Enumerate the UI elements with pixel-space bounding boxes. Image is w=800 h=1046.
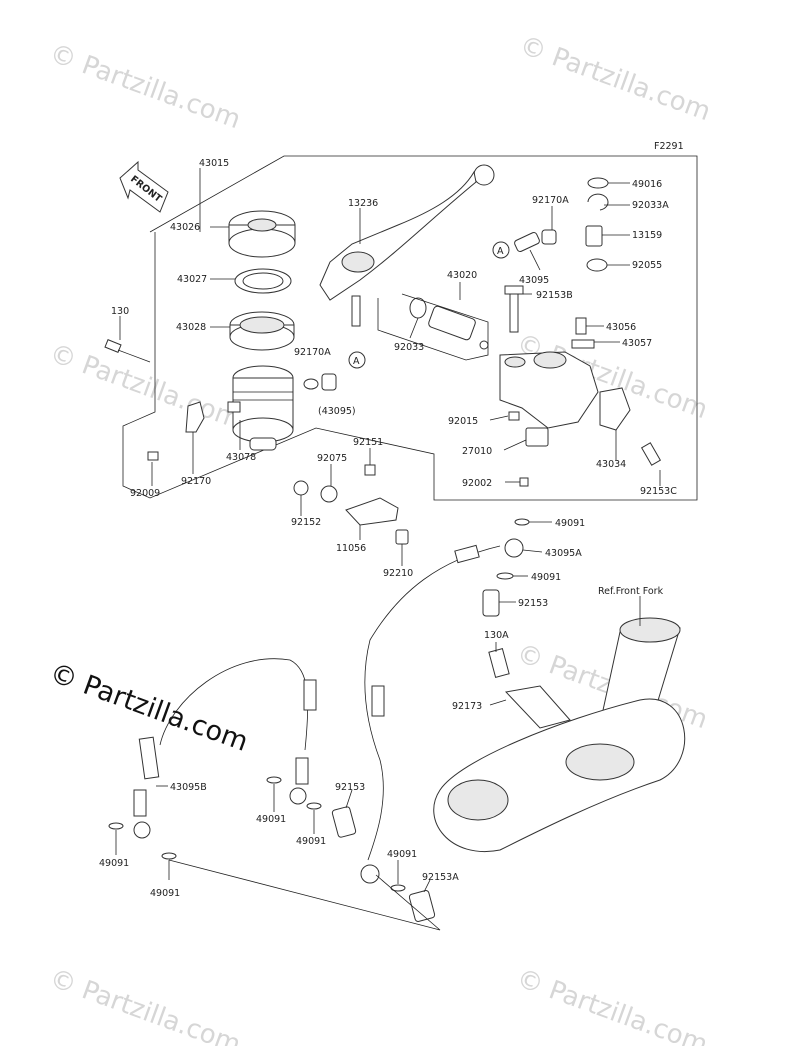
label-92170: 92170 [181,476,211,487]
upper-brake-hose [360,518,530,884]
front-fork-steering-stem [433,617,686,852]
label-ref-front-fork: Ref.Front Fork [598,586,664,597]
part-labels: 43015 43026 43027 43028 130 92170A (4309… [99,158,677,899]
label-49091-c: 49091 [99,858,129,869]
label-43028: 43028 [176,322,206,333]
label-43095: 43095 [519,275,549,286]
label-92151: 92151 [353,437,383,448]
label-43034: 43034 [596,459,626,470]
leader-lines [115,182,661,931]
banjo-parts-top-right [514,177,609,272]
label-92170A-right: 92170A [532,195,569,206]
label-27010: 27010 [462,446,492,457]
label-92015: 92015 [448,416,478,427]
label-43056: 43056 [606,322,636,333]
label-92002: 92002 [462,478,492,489]
figure-code: F2291 [654,141,684,152]
label-92153-a: 92153 [518,598,548,609]
label-92075: 92075 [317,453,347,464]
mounting-clamp [640,442,662,466]
watermark-top-left: © Partzilla.com [46,38,245,135]
label-43015: 43015 [199,158,229,169]
callout-a-left-label: A [353,356,360,367]
label-11056: 11056 [336,543,366,554]
label-92210: 92210 [383,568,413,579]
bolt-130 [104,339,151,363]
label-92033: 92033 [394,342,424,353]
stay-bracket [293,464,409,545]
label-92152: 92152 [291,517,321,528]
label-130: 130 [111,306,129,317]
label-13159: 13159 [632,230,662,241]
brake-lever [319,164,495,327]
label-43095B: 43095B [170,782,207,793]
label-130A: 130A [484,630,509,641]
label-43057: 43057 [622,338,652,349]
label-43026: 43026 [170,222,200,233]
reservoir-cap [228,210,296,258]
label-92009: 92009 [130,488,160,499]
label-49091-d: 49091 [150,888,180,899]
reservoir-diaphragm [229,311,295,351]
front-direction-arrow: FRONT [119,160,169,213]
label-49091-f: 49091 [296,836,326,847]
reservoir-diaphragm-plate [234,268,292,294]
label-92170A-left: 92170A [294,347,331,358]
label-92033A: 92033A [632,200,669,211]
label-49016: 49016 [632,179,662,190]
callout-a-right-label: A [497,246,504,257]
piston-kit [377,293,489,361]
hose-clamp-left [303,373,337,391]
label-49091-e: 49091 [256,814,286,825]
master-cylinder-body [499,285,631,431]
lower-brake-hoses [108,658,436,922]
label-92153A: 92153A [422,872,459,883]
watermark-mid-left: © Partzilla.com [46,338,245,435]
label-43095A: 43095A [545,548,582,559]
callout-a-left: A [348,351,366,369]
label-43020: 43020 [447,270,477,281]
label-43027: 43027 [177,274,207,285]
label-49091-b: 49091 [531,572,561,583]
label-92153-b: 92153 [335,782,365,793]
reservoir-bracket [147,401,205,461]
label-92173: 92173 [452,701,482,712]
label-13236: 13236 [348,198,378,209]
reservoir-tank [227,365,294,451]
label-49091-a: 49091 [555,518,585,529]
watermark-bottom-right: © Partzilla.com [513,963,712,1046]
label-92153B: 92153B [536,290,573,301]
label-49091-g: 49091 [387,849,417,860]
label-92055: 92055 [632,260,662,271]
watermark-top-right: © Partzilla.com [516,30,715,127]
label-43078: 43078 [226,452,256,463]
brake-light-switch [508,411,549,487]
watermark-bottom-left: © Partzilla.com [46,963,245,1046]
callout-a-right: A [492,241,510,259]
label-43095-paren: (43095) [318,406,356,417]
assembly-outline [122,155,698,501]
label-92153C: 92153C [640,486,677,497]
